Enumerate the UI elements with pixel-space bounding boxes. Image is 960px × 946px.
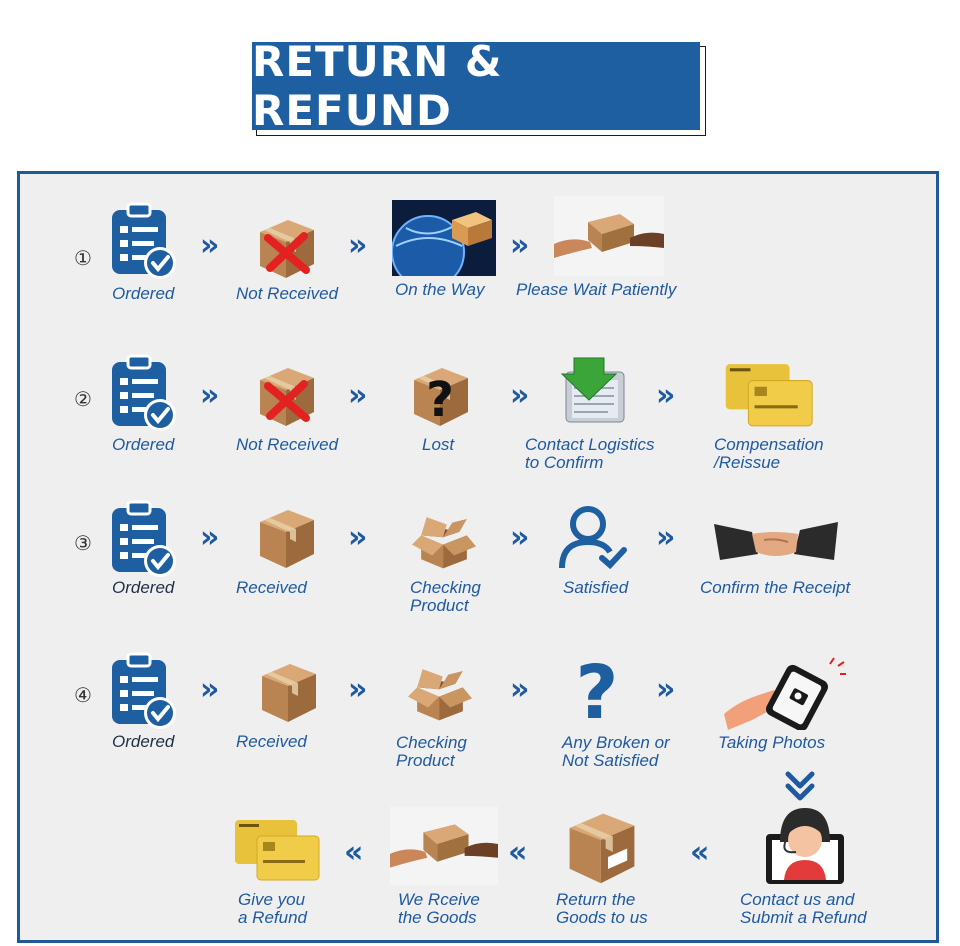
document-download-icon: [560, 357, 625, 423]
step-checking-label: Checking: [410, 578, 481, 597]
clipboard-check-icon: [108, 498, 178, 578]
forward-arrow-icon: »: [200, 672, 220, 707]
forward-arrow-icon: »: [656, 378, 676, 413]
forward-arrow-icon: »: [348, 520, 368, 555]
box-question-icon: ?: [406, 360, 476, 428]
open-box-icon: [408, 660, 472, 724]
step-ordered-label: Ordered: [112, 578, 175, 597]
user-check-icon: [559, 506, 627, 570]
hand-over-package-icon: [554, 196, 664, 276]
step-contact-us-label-2: Submit a Refund: [740, 908, 867, 927]
step-we-receive-label-2: the Goods: [398, 908, 477, 927]
open-box-icon: [412, 508, 476, 572]
step-received-label: Received: [236, 732, 307, 751]
forward-arrow-icon: »: [200, 520, 220, 555]
step-compensation-label-2: /Reissue: [714, 453, 781, 472]
step-not-received-label: Not Received: [236, 435, 339, 454]
page-title: RETURN & REFUND: [252, 37, 700, 135]
step-not-received-label: Not Received: [236, 284, 339, 303]
forward-arrow-icon: »: [348, 672, 368, 707]
step-return-goods-label-2: Goods to us: [556, 908, 648, 927]
forward-arrow-icon: »: [200, 378, 220, 413]
step-taking-photos-label: Taking Photos: [718, 733, 826, 752]
step-any-broken-label: Any Broken or: [562, 733, 670, 752]
shipping-box-icon: [560, 804, 644, 888]
step-contact-us-label: Contact us and: [740, 890, 855, 909]
step-give-refund-label: Give you: [238, 890, 306, 909]
customer-support-icon: [766, 808, 844, 884]
step-confirm-receipt-label: Confirm the Receipt: [700, 578, 851, 597]
svg-text:?: ?: [576, 658, 619, 724]
back-arrow-icon: «: [690, 835, 710, 870]
step-contact-logistics-label: Contact Logistics: [525, 435, 655, 454]
forward-arrow-icon: »: [510, 520, 530, 555]
gold-credit-card-icon: [722, 360, 818, 432]
question-mark-icon: ?: [576, 658, 619, 724]
forward-arrow-icon: »: [510, 378, 530, 413]
clipboard-check-icon: [108, 650, 178, 730]
row-number-2: ②: [74, 387, 92, 411]
forward-arrow-icon: »: [200, 228, 220, 263]
down-arrow-icon: [785, 771, 815, 801]
step-give-refund-label-2: a Refund: [238, 908, 307, 927]
globe-shipping-icon: [392, 200, 496, 276]
step-ordered-label: Ordered: [112, 732, 175, 751]
svg-text:?: ?: [426, 372, 454, 428]
clipboard-check-icon: [108, 200, 178, 280]
step-checking-label: Checking: [396, 733, 467, 752]
step-checking-label-2: Product: [396, 751, 455, 770]
step-compensation-label: Compensation: [714, 435, 824, 454]
phone-camera-icon: [724, 657, 846, 730]
step-contact-logistics-label-2: to Confirm: [525, 453, 604, 472]
step-satisfied-label: Satisfied: [563, 578, 629, 597]
step-ordered-label: Ordered: [112, 435, 175, 454]
step-on-the-way-label: On the Way: [395, 280, 485, 299]
step-ordered-label: Ordered: [112, 284, 175, 303]
step-received-label: Received: [236, 578, 307, 597]
forward-arrow-icon: »: [510, 672, 530, 707]
step-return-goods-label: Return the: [556, 890, 636, 909]
step-wait-patiently-label: Please Wait Patiently: [516, 280, 677, 299]
hand-over-package-icon: [390, 806, 498, 886]
box-cross-icon: [252, 360, 322, 430]
row-number-4: ④: [74, 683, 92, 707]
gold-credit-card-icon: [232, 816, 324, 886]
forward-arrow-icon: »: [510, 228, 530, 263]
box-cross-icon: [252, 212, 322, 282]
row-number-1: ①: [74, 246, 92, 270]
forward-arrow-icon: »: [656, 672, 676, 707]
back-arrow-icon: «: [344, 835, 364, 870]
package-box-icon: [252, 502, 322, 572]
step-any-broken-label-2: Not Satisfied: [562, 751, 659, 770]
package-box-icon: [254, 656, 324, 726]
forward-arrow-icon: »: [348, 378, 368, 413]
forward-arrow-icon: »: [656, 520, 676, 555]
handshake-icon: [714, 522, 838, 560]
step-we-receive-label: We Rceive: [398, 890, 480, 909]
clipboard-check-icon: [108, 352, 178, 432]
row-number-3: ③: [74, 531, 92, 555]
step-lost-label: Lost: [422, 435, 455, 454]
title-banner: RETURN & REFUND: [252, 37, 706, 136]
back-arrow-icon: «: [508, 835, 528, 870]
forward-arrow-icon: »: [348, 228, 368, 263]
step-checking-label-2: Product: [410, 596, 469, 615]
